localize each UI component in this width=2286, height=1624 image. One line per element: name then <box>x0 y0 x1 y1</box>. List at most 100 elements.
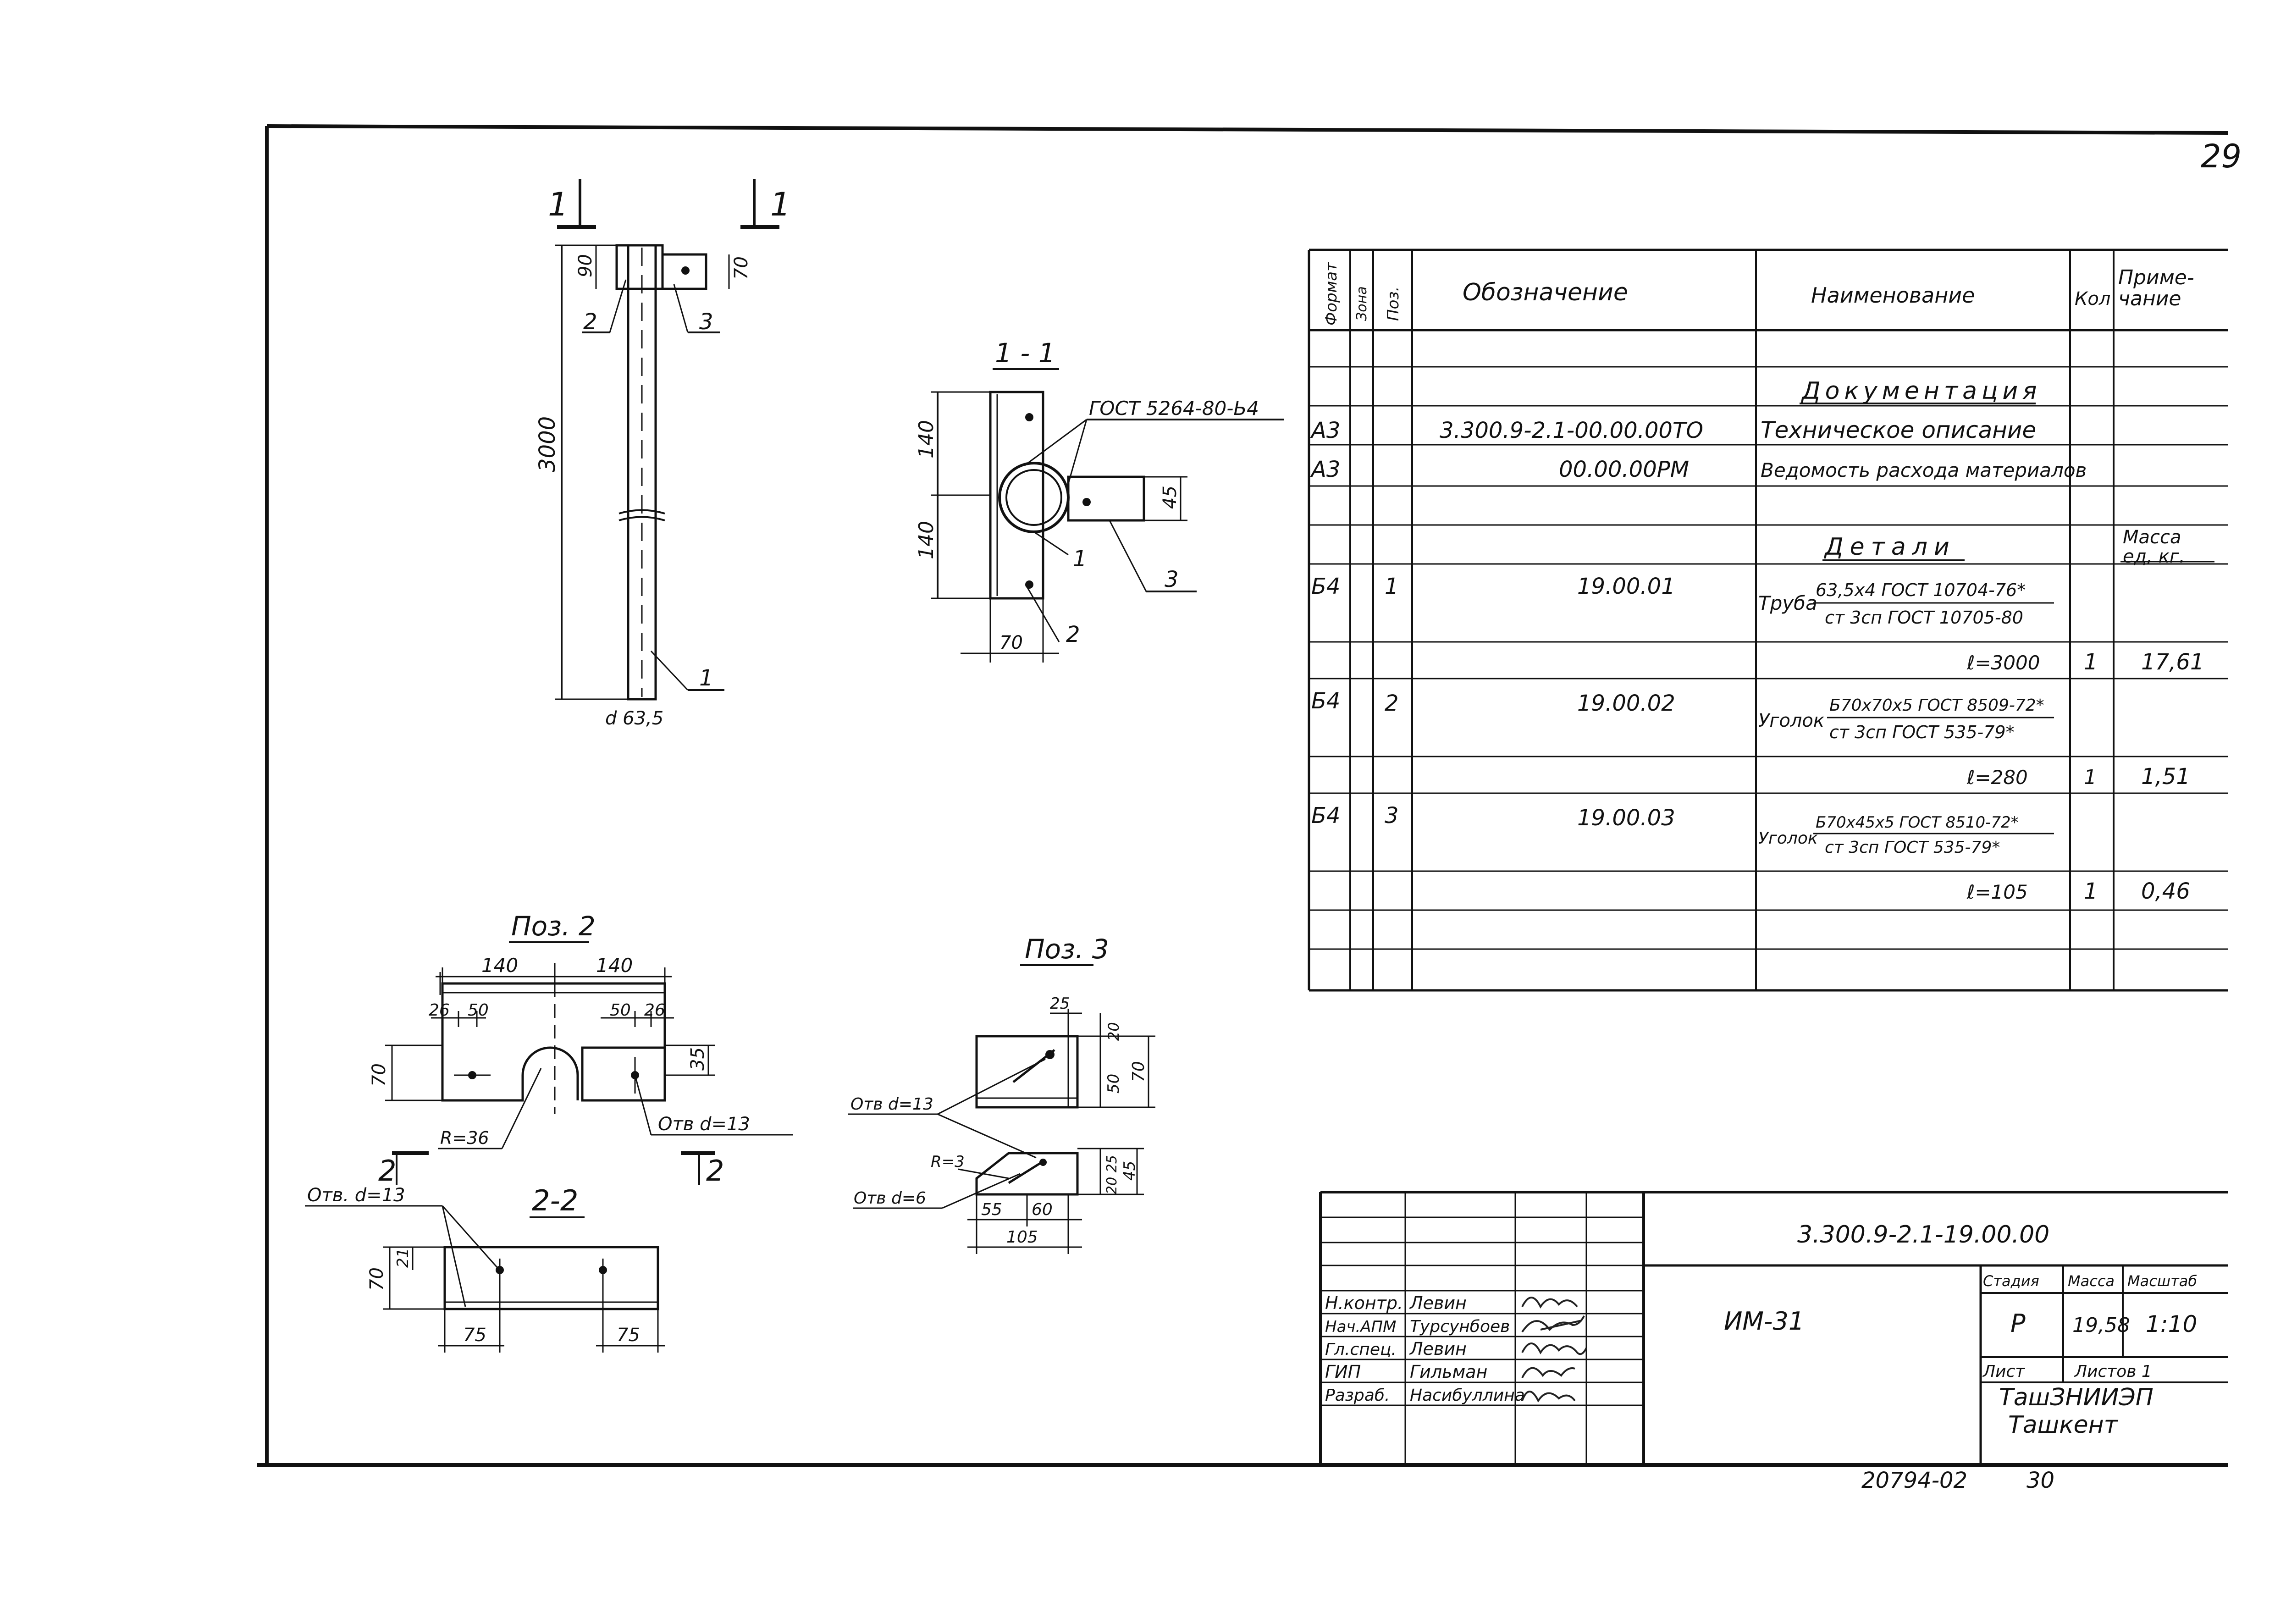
pos2-section-mark-left: 2 <box>378 1154 396 1188</box>
spec-table: Формат Зона Поз. Обозначение Наименовани… <box>1308 249 2228 992</box>
part1-mass: 17,61 <box>2141 649 2204 675</box>
section-parts: Детали <box>1824 533 1956 561</box>
pos2-title: Поз. 2 <box>511 911 596 942</box>
part3-length: ℓ=105 <box>1966 881 2028 903</box>
pos3-radius: R=3 <box>931 1153 965 1171</box>
pos3-label: 3 <box>699 309 713 335</box>
pos2-hole: Отв d=13 <box>658 1114 750 1135</box>
s22-dim-right: 75 <box>617 1325 640 1346</box>
tb-role-3: Гл.спец. <box>1325 1340 1397 1359</box>
tb-name-1: Левин <box>1409 1293 1467 1313</box>
pos1-label: 1 <box>699 665 713 691</box>
doc-row1-name: Техническое описание <box>1761 417 2036 443</box>
dim-diameter: d 63,5 <box>605 708 663 729</box>
tb-role-1: Н.контр. <box>1325 1293 1403 1313</box>
pos3-dim-70: 70 <box>1129 1061 1148 1082</box>
doc-row1-format: А3 <box>1310 418 1340 443</box>
tb-code: 3.300.9-2.1-19.00.00 <box>1797 1221 2049 1248</box>
part1-pos: 1 <box>1385 574 1399 599</box>
hdr-designation: Обозначение <box>1463 279 1628 306</box>
part1-name-prefix: Труба <box>1758 592 1817 614</box>
pos2-small-dims: 26 50 50 26 70 35 R=36 Отв d=13 2 2 <box>369 1001 793 1188</box>
sheet-frame <box>257 124 2229 1467</box>
dim-length-3000: 3000 <box>535 416 560 472</box>
hdr-format: Формат <box>1322 262 1341 326</box>
part3-mass: 0,46 <box>2141 878 2190 904</box>
part1-name-bottom: ст 3сп ГОСТ 10705-80 <box>1825 608 2023 628</box>
part2-designation: 19.00.02 <box>1577 690 1675 716</box>
pos3-hole-lower: Отв d=6 <box>854 1189 926 1208</box>
section-mark-right: 1 <box>770 186 791 223</box>
pos3-title: Поз. 3 <box>1025 934 1109 965</box>
dim-top-90: 90 <box>575 254 596 277</box>
section-2-2-hole: Отв. d=13 <box>307 1185 405 1206</box>
s11-pos1: 1 <box>1073 546 1087 572</box>
tb-mass-label: Масса <box>2068 1272 2115 1290</box>
part1-designation: 19.00.01 <box>1577 574 1675 599</box>
footer-page: 30 <box>2026 1468 2054 1493</box>
part2-mass: 1,51 <box>2141 764 2190 790</box>
hdr-note: Приме-чание <box>2118 266 2194 310</box>
part3-format: Б4 <box>1311 803 1340 829</box>
section-2-2: 2-2 Отв. d=13 70 21 75 75 <box>305 1184 665 1353</box>
section-1-1-title: 1 - 1 <box>995 337 1055 369</box>
doc-row2-format: А3 <box>1310 457 1340 482</box>
pos2-radius: R=36 <box>440 1128 489 1148</box>
pos2-dim-26a: 26 <box>429 1001 450 1020</box>
pos2-dim-right-140: 140 <box>596 954 633 977</box>
tb-org: ТашЗНИИЭП <box>1999 1384 2153 1411</box>
tb-role-2: Нач.АПМ <box>1325 1318 1396 1336</box>
tb-name-4: Гильман <box>1410 1362 1487 1382</box>
part3-designation: 19.00.03 <box>1577 805 1675 831</box>
tb-stage: Р <box>2010 1309 2026 1338</box>
dim-side-70: 70 <box>731 256 752 280</box>
s22-dim-left: 75 <box>463 1325 486 1346</box>
tb-name-2: Турсунбоев <box>1410 1317 1510 1336</box>
part3-name-top: Б70х45х5 ГОСТ 8510-72* <box>1816 813 2019 832</box>
doc-row2-name: Ведомость расхода материалов <box>1761 459 2087 481</box>
dim-bottom-70: 70 <box>999 632 1023 653</box>
tb-scale: 1:10 <box>2146 1311 2197 1337</box>
part2-name-prefix: Уголок <box>1758 710 1824 731</box>
dim-lower-140: 140 <box>915 521 938 559</box>
part1-length: ℓ=3000 <box>1966 652 2040 674</box>
pos2-dimension-lines: 140 140 <box>436 954 672 990</box>
part2-name-top: Б70х70х5 ГОСТ 8509-72* <box>1829 696 2044 715</box>
pos3-dim-50: 50 <box>1104 1074 1123 1094</box>
tb-mass: 19,58 <box>2072 1314 2130 1337</box>
pos2-dim-height: 70 <box>369 1063 390 1087</box>
pos2-view: Поз. 2 <box>439 911 666 1114</box>
s22-dim-offset: 21 <box>394 1248 412 1268</box>
tb-sheets-label: Листов 1 <box>2074 1362 2152 1381</box>
page-number: 29 <box>2201 138 2242 175</box>
hdr-zone: Зона <box>1354 286 1370 321</box>
main-view: 1 1 3000 90 70 d 63,5 2 3 1 <box>535 179 791 729</box>
pos3-dim-top: 25 <box>1050 994 1070 1013</box>
section-documentation: Документация <box>1801 377 2041 405</box>
part1-qty: 1 <box>2084 649 2098 675</box>
section-1-1: 1 - 1 140 140 45 70 ГОСТ 5264-80-Ь4 1 <box>915 337 1284 663</box>
part3-name-bottom: ст 3сп ГОСТ 535-79* <box>1825 838 2000 857</box>
hdr-name: Наименование <box>1811 283 1975 308</box>
pos3-hole-upper: Отв d=13 <box>850 1095 933 1114</box>
pos3-dim-60: 60 <box>1032 1200 1053 1219</box>
pos2-section-mark-right: 2 <box>706 1154 724 1188</box>
hdr-qty: Кол <box>2075 288 2110 309</box>
pos2-label: 2 <box>583 309 597 335</box>
tb-product: ИМ-31 <box>1724 1307 1804 1336</box>
section-2-2-title: 2-2 <box>532 1184 578 1217</box>
pos3-dim-55: 55 <box>981 1200 1002 1219</box>
tb-sheet-label: Лист <box>1982 1362 2025 1381</box>
weld-note: ГОСТ 5264-80-Ь4 <box>1089 397 1259 420</box>
doc-row2-designation: 00.00.00РМ <box>1559 457 1689 482</box>
s11-pos3: 3 <box>1165 567 1179 592</box>
tb-role-4: ГИП <box>1325 1362 1361 1382</box>
pos3-dim-45: 45 <box>1121 1161 1139 1181</box>
pos3-dim-20: 20 <box>1105 1022 1122 1041</box>
title-block: 3.300.9-2.1-19.00.00 ИМ-31 Стадия Масса … <box>1319 1191 2228 1465</box>
dim-upper-140: 140 <box>915 420 938 458</box>
tb-name-3: Левин <box>1409 1339 1467 1359</box>
footer-number: 20794-02 <box>1861 1468 1967 1493</box>
